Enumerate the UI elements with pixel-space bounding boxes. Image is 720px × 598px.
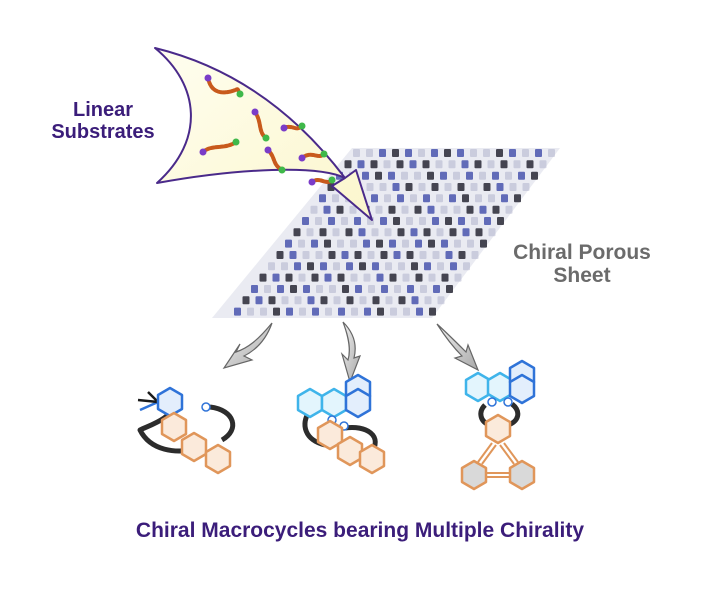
macrocycle-structure-icon — [296, 373, 386, 475]
substrate-chains — [199, 74, 336, 186]
sheet-label-line1: Chiral Porous — [513, 241, 651, 264]
substrates-label-line2: Substrates — [51, 120, 155, 143]
substrates-label: Linear Substrates — [38, 99, 168, 143]
macrocycle-structure-icon — [137, 386, 236, 475]
chevron-arrow-icon — [222, 321, 480, 384]
figure-caption: Chiral Macrocycles bearing Multiple Chir… — [135, 519, 585, 542]
macrocycle-structure-icon — [460, 359, 536, 491]
porous-sheet-icon — [212, 148, 560, 318]
substrates-label-line1: Linear — [72, 99, 134, 121]
sheet-label: Chiral Porous Sheet — [492, 241, 672, 287]
sheet-label-line2: Sheet — [553, 263, 611, 287]
